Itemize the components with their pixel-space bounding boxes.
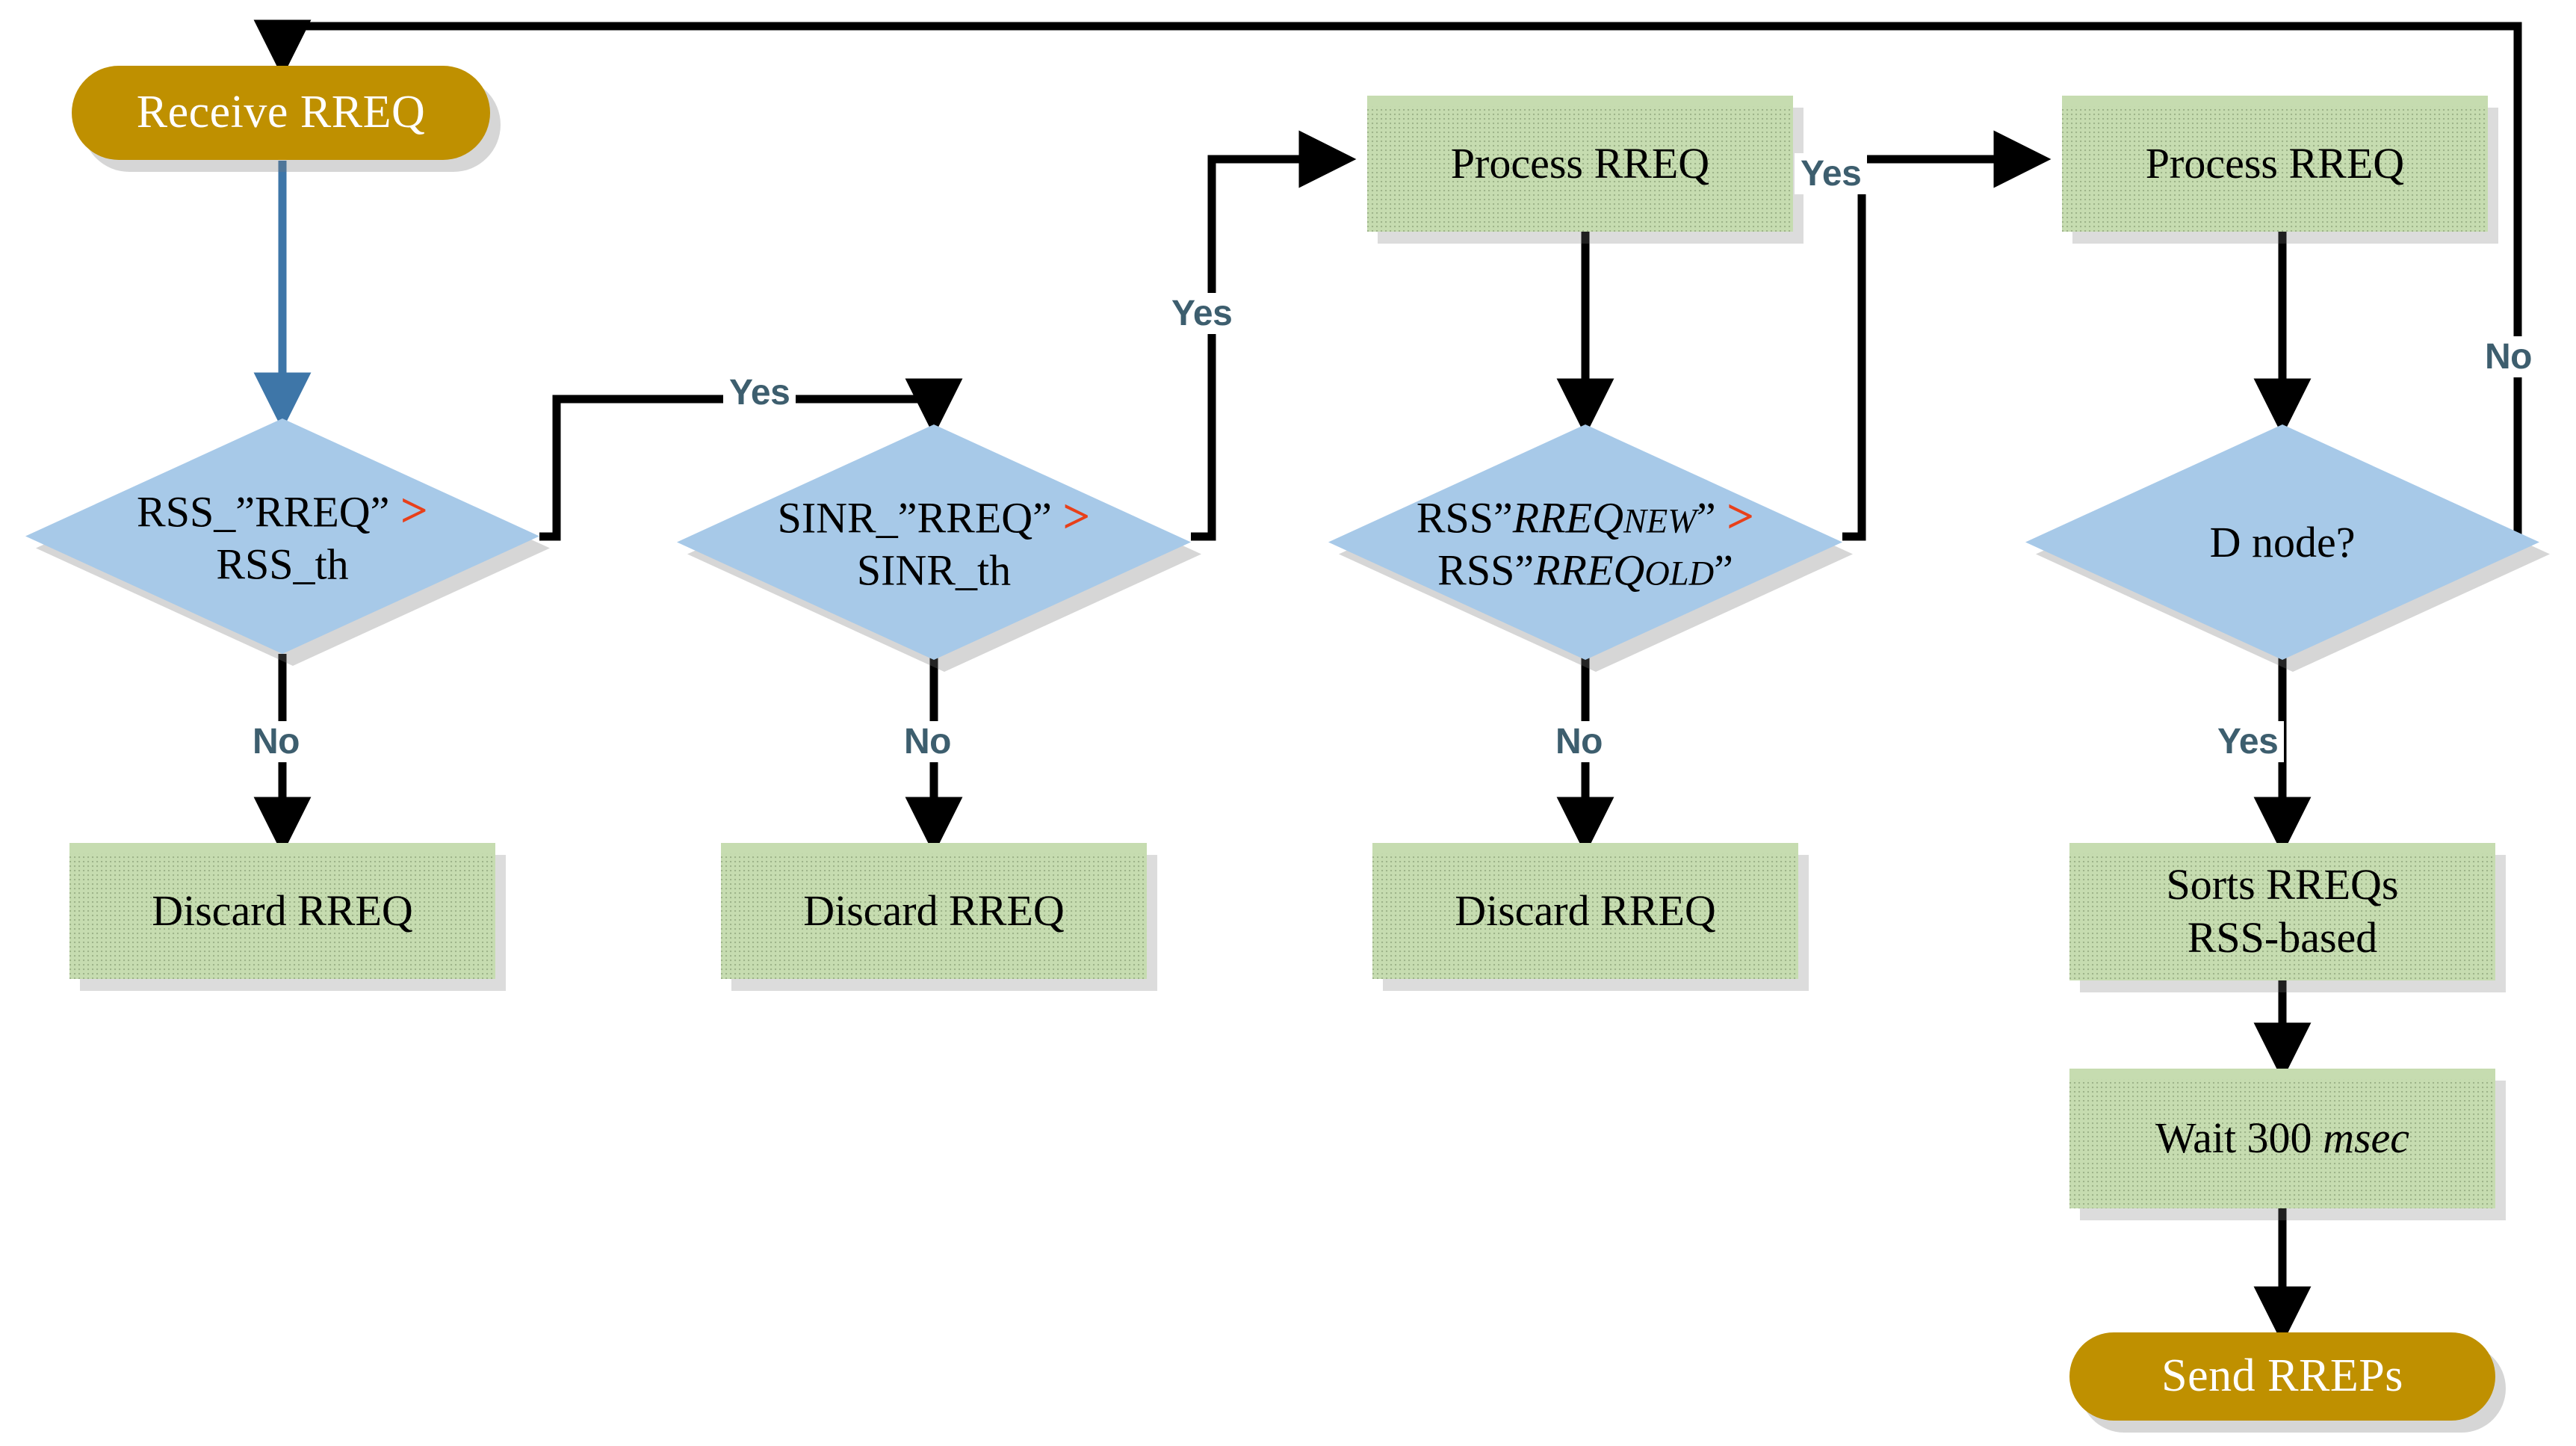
node-discard-rreq-3-label: Discard RREQ — [1455, 886, 1716, 935]
node-discard-rreq-3[interactable]: Discard RREQ — [1372, 843, 1798, 979]
decision-rss-compare-text: RSS”RREQNEW” > RSS”RREQOLD” — [1328, 488, 1842, 596]
node-sorts-rreqs-line2: RSS-based — [2187, 913, 2378, 962]
node-sorts-rreqs-line1: Sorts RREQs — [2166, 860, 2399, 909]
node-send-rreps[interactable]: Send RREPs — [2069, 1332, 2495, 1421]
node-process-rreq-1-label: Process RREQ — [1450, 138, 1710, 188]
node-wait-msec-unit: msec — [2323, 1113, 2410, 1163]
node-sorts-rreqs[interactable]: Sorts RREQs RSS-based — [2069, 843, 2495, 980]
process-rreq-2-top-band — [2062, 96, 2488, 106]
rsscmp-operator: > — [1727, 489, 1755, 543]
decision-rss-line2: RSS_th — [216, 540, 349, 589]
edge-label-yes-dnode: Yes — [2211, 721, 2285, 762]
decision-rss-line1-pre: RSS_”RREQ” — [137, 486, 400, 536]
edge-label-yes-rss: Yes — [723, 372, 796, 413]
decision-sinr-line2: SINR_th — [856, 546, 1012, 595]
decision-sinr-text: SINR_”RREQ” > SINR_th — [677, 488, 1191, 596]
wait-msec-top-band — [2069, 1069, 2495, 1079]
rsscmp-l1-italic: RREQ — [1512, 492, 1623, 542]
rsscmp-l2-italic: RREQ — [1534, 546, 1645, 595]
edge-label-no-sinr: No — [898, 721, 957, 762]
decision-sinr-line1-pre: SINR_”RREQ” — [777, 492, 1063, 542]
sorts-rreqs-top-band — [2069, 843, 2495, 853]
node-wait-msec[interactable]: Wait 300 msec — [2069, 1069, 2495, 1208]
rsscmp-l1-sub: NEW — [1623, 501, 1697, 540]
edge-label-yes-rss-compare: Yes — [1795, 153, 1868, 194]
node-discard-rreq-2-label: Discard RREQ — [803, 886, 1065, 935]
node-discard-rreq-2[interactable]: Discard RREQ — [721, 843, 1147, 979]
discard-rreq-3-top-band — [1372, 843, 1798, 853]
rsscmp-l2-post: ” — [1714, 546, 1733, 595]
decision-sinr-operator: > — [1062, 489, 1091, 543]
node-wait-msec-text: Wait 300 msec — [2155, 1112, 2409, 1165]
node-receive-rreq-label: Receive RREQ — [136, 87, 426, 138]
node-decision-rss[interactable]: RSS_”RREQ” > RSS_th — [25, 418, 550, 666]
discard-rreq-2-top-band — [721, 843, 1147, 853]
node-send-rreps-label: Send RREPs — [2161, 1350, 2403, 1402]
rsscmp-l1-post: ” — [1696, 492, 1727, 542]
rsscmp-l2-pre: RSS” — [1437, 546, 1535, 595]
node-decision-dnode[interactable]: D node? — [2025, 424, 2550, 672]
decision-rss-text: RSS_”RREQ” > RSS_th — [25, 482, 539, 590]
process-rreq-1-top-band — [1367, 96, 1793, 106]
node-wait-msec-prefix: Wait 300 — [2155, 1113, 2323, 1163]
decision-dnode-text: D node? — [2209, 517, 2356, 566]
node-process-rreq-2-label: Process RREQ — [2145, 138, 2405, 188]
node-decision-rss-compare[interactable]: RSS”RREQNEW” > RSS”RREQOLD” — [1328, 424, 1853, 672]
decision-rss-operator: > — [400, 483, 428, 537]
node-discard-rreq-1[interactable]: Discard RREQ — [69, 843, 495, 979]
node-receive-rreq[interactable]: Receive RREQ — [72, 66, 490, 160]
node-process-rreq-2[interactable]: Process RREQ — [2062, 96, 2488, 232]
edge-label-no-rss: No — [247, 721, 306, 762]
edge-label-yes-sinr: Yes — [1165, 293, 1239, 334]
edge-label-no-dnode: No — [2479, 336, 2538, 377]
edge-sinr-yes — [1191, 130, 1357, 541]
rsscmp-l2-sub: OLD — [1644, 554, 1715, 593]
discard-rreq-1-top-band — [69, 843, 495, 853]
node-process-rreq-1[interactable]: Process RREQ — [1367, 96, 1793, 232]
rsscmp-l1-pre: RSS” — [1416, 492, 1513, 542]
edge-label-no-rss-compare: No — [1549, 721, 1609, 762]
node-decision-sinr[interactable]: SINR_”RREQ” > SINR_th — [677, 424, 1201, 672]
edge-rsscompare-yes — [1842, 130, 2052, 541]
node-discard-rreq-1-label: Discard RREQ — [152, 886, 413, 935]
